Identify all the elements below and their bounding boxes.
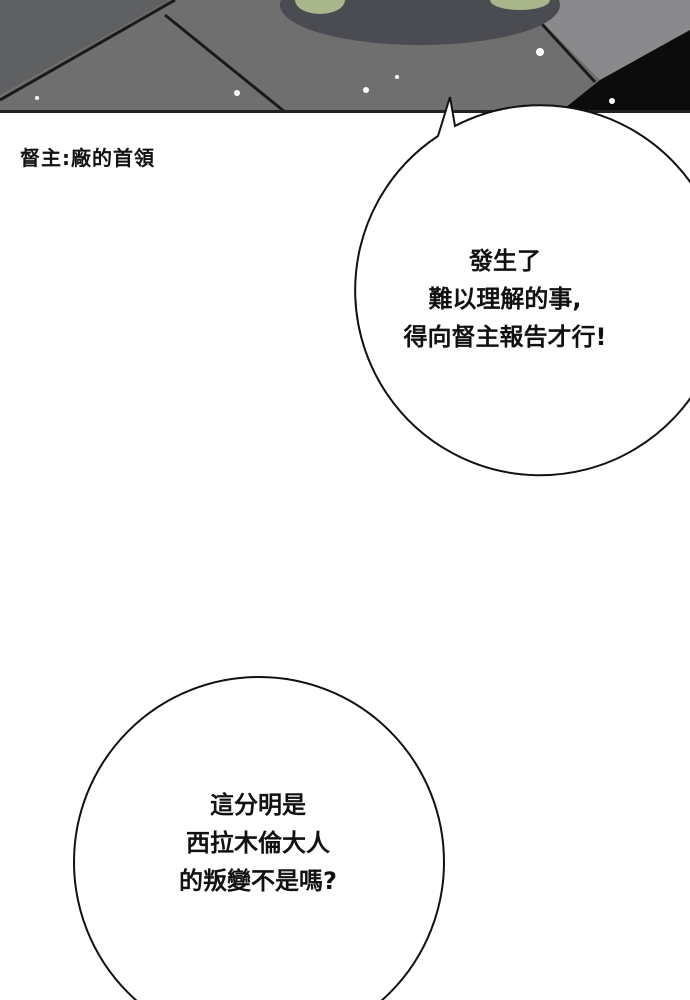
floor-panel bbox=[0, 0, 690, 114]
caption-note: 督主:廠的首領 bbox=[20, 146, 155, 170]
bubble-line: 發生了 bbox=[469, 247, 541, 275]
bubble-line: 這分明是 bbox=[210, 791, 306, 819]
bubble-line: 難以理解的事, bbox=[428, 285, 582, 313]
bubble-line: 得向督主報告才行! bbox=[403, 323, 607, 351]
bubble-line: 的叛變不是嗎? bbox=[179, 867, 337, 895]
speech-bubble-2 bbox=[73, 676, 445, 1000]
bubble-2-text: 這分明是 西拉木倫大人 的叛變不是嗎? bbox=[80, 786, 436, 900]
bubble-line: 西拉木倫大人 bbox=[186, 829, 330, 857]
speech-bubble-1 bbox=[354, 96, 690, 477]
bubble-1-text: 發生了 難以理解的事, 得向督主報告才行! bbox=[330, 242, 680, 356]
